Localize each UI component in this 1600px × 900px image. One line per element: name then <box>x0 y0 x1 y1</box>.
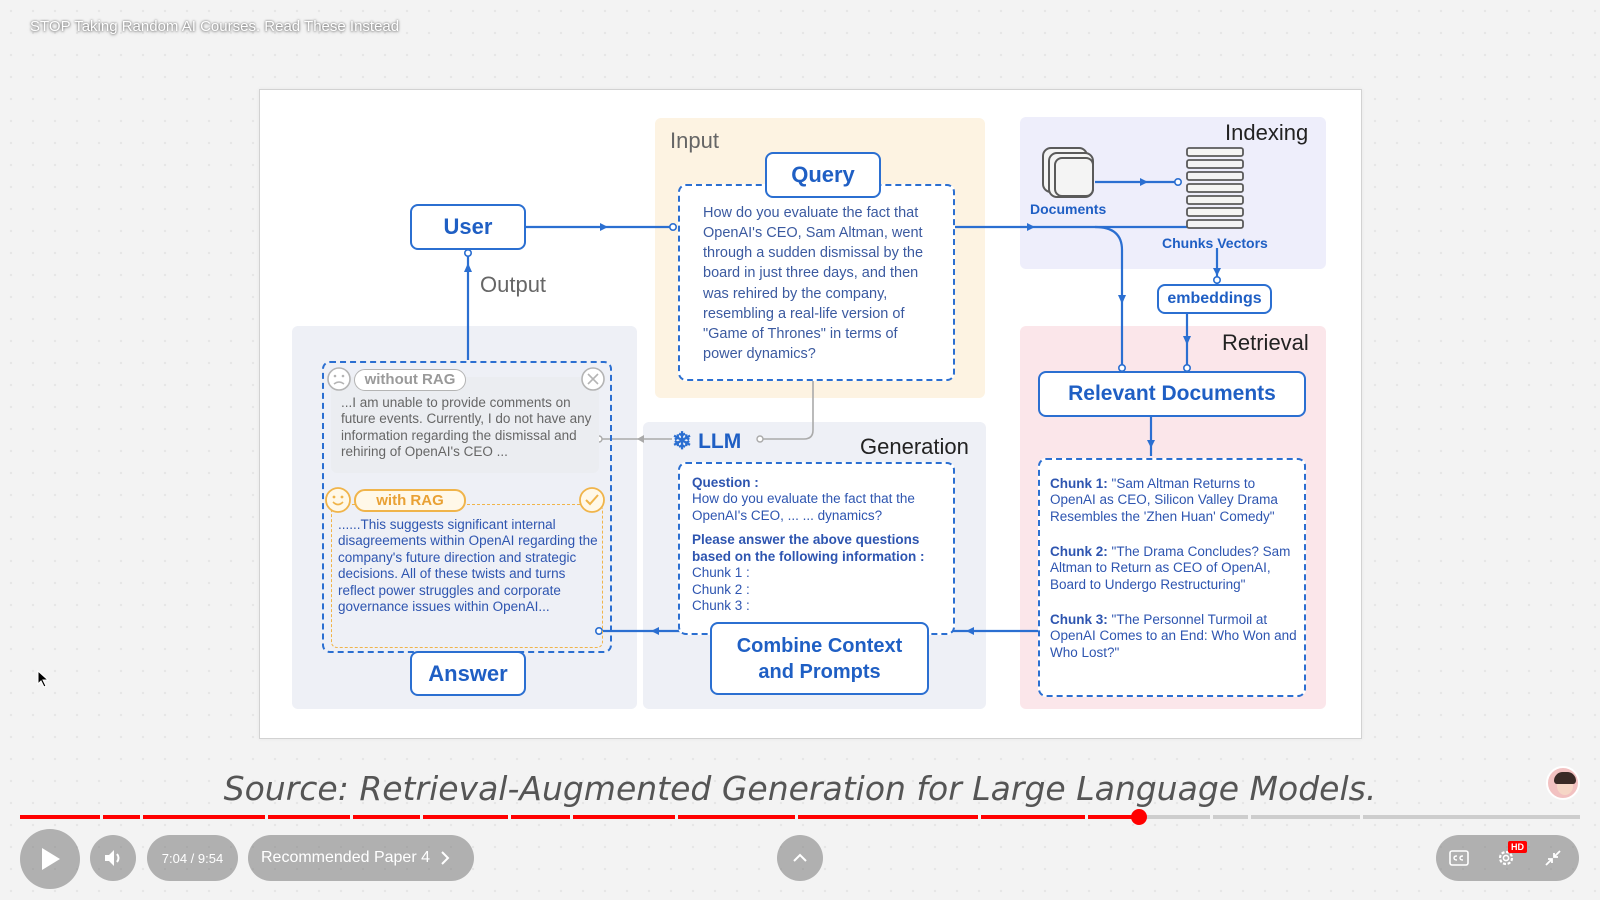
query-text-box <box>678 184 955 381</box>
play-icon <box>42 848 60 870</box>
avatar-hair <box>1554 772 1576 784</box>
combine-line-1: Combine Context <box>736 634 903 657</box>
with-rag-pill: with RAG <box>354 489 466 512</box>
query-text: How do you evaluate the fact that OpenAI… <box>703 205 924 362</box>
prompt-chunk-2: Chunk 2 : <box>692 581 750 597</box>
progress-bar[interactable] <box>20 809 1580 825</box>
chapter-button[interactable]: Recommended Paper 4 <box>248 835 474 881</box>
chunk-1-text: "Sam Altman Returns to OpenAI as CEO, Si… <box>1050 476 1278 524</box>
chapter-marker <box>350 815 353 819</box>
combine-line-2: and Prompts <box>758 660 881 683</box>
without-rag-pill: without RAG <box>354 369 466 391</box>
closed-captions-icon <box>1449 850 1469 866</box>
prompt-chunk-1: Chunk 1 : <box>692 565 750 581</box>
chapter-marker <box>795 815 798 819</box>
video-title: STOP Taking Random AI Courses. Read Thes… <box>30 18 400 35</box>
chunk-1: Chunk 1: "Sam Altman Returns to OpenAI a… <box>1050 476 1298 525</box>
with-rag-text: ......This suggests significant internal… <box>338 517 598 615</box>
chunk-1-label: Chunk 1: <box>1050 476 1108 491</box>
chapter-marker <box>140 815 143 819</box>
combine-context-node: Combine Context and Prompts <box>710 622 929 695</box>
answer-node: Answer <box>410 651 526 696</box>
chevron-up-icon <box>793 853 807 862</box>
close-circle-icon <box>581 367 605 391</box>
question-label: Question : <box>692 475 759 490</box>
prompt-box <box>678 462 955 635</box>
source-caption: Source: Retrieval-Augmented Generation f… <box>223 769 1377 808</box>
time-display: 7:04 / 9:54 <box>147 835 238 881</box>
chapter-marker <box>100 815 103 819</box>
chunk-3-label: Chunk 3: <box>1050 612 1108 627</box>
chunks-vectors-label: Chunks Vectors <box>1162 235 1268 251</box>
chapter-marker <box>1248 815 1251 819</box>
chapter-marker <box>570 815 573 819</box>
relevant-documents-node: Relevant Documents <box>1038 371 1306 417</box>
chapter-marker <box>508 815 511 819</box>
prompt-chunk-3: Chunk 3 : <box>692 598 750 614</box>
exit-fullscreen-button[interactable] <box>1530 835 1576 881</box>
output-label: Output <box>480 272 547 297</box>
chapter-title: Recommended Paper 4 <box>261 849 430 866</box>
without-rag-text: ...I am unable to provide comments on fu… <box>341 395 592 460</box>
diagram-slide: Input Output Indexing Retrieval Generati… <box>259 89 1362 739</box>
chunk-3-text: "The Personnel Turmoil at OpenAI Comes t… <box>1050 612 1297 660</box>
chunk-2-text: "The Drama Concludes? Sam Altman to Retu… <box>1050 544 1291 592</box>
exit-fullscreen-icon <box>1545 850 1561 866</box>
instruction-text: Please answer the above questions based … <box>692 532 925 564</box>
chapter-marker <box>1210 815 1213 819</box>
chapter-marker <box>675 815 678 819</box>
documents-label: Documents <box>1030 201 1107 217</box>
settings-button[interactable] <box>1483 835 1529 881</box>
generation-label: Generation <box>860 434 969 459</box>
captions-button[interactable] <box>1436 835 1482 881</box>
snowflake-icon: ❄ <box>672 428 693 455</box>
sad-face-icon <box>327 367 351 391</box>
chevron-right-icon <box>441 851 450 865</box>
mouse-cursor-icon <box>37 670 50 688</box>
query-node: Query <box>765 152 881 198</box>
chapter-marker <box>978 815 981 819</box>
user-node: User <box>410 204 526 250</box>
chunks-box <box>1038 458 1306 697</box>
hd-badge: HD <box>1508 841 1527 853</box>
progress-played <box>20 815 1139 819</box>
chapter-marker <box>420 815 423 819</box>
volume-icon <box>105 850 120 866</box>
prompt-text: Question : How do you evaluate the fact … <box>692 475 946 615</box>
input-label: Input <box>670 128 719 153</box>
chapter-marker <box>265 815 268 819</box>
check-circle-icon <box>579 487 605 513</box>
chunk-3: Chunk 3: "The Personnel Turmoil at OpenA… <box>1050 612 1298 661</box>
indexing-label: Indexing <box>1225 120 1309 145</box>
vector-stack-icon <box>1186 147 1244 229</box>
with-rag-box <box>331 504 603 648</box>
question-text: How do you evaluate the fact that the Op… <box>692 491 915 523</box>
documents-icon <box>1042 147 1094 198</box>
embeddings-node: embeddings <box>1157 284 1272 314</box>
chunk-2-label: Chunk 2: <box>1050 544 1108 559</box>
diagram-connectors <box>464 147 1244 635</box>
channel-avatar[interactable] <box>1546 766 1580 800</box>
chapter-marker <box>1085 815 1088 819</box>
progress-scrubber[interactable] <box>1131 809 1147 825</box>
llm-node: ❄ LLM <box>672 427 741 456</box>
chunk-2: Chunk 2: "The Drama Concludes? Sam Altma… <box>1050 544 1298 593</box>
expand-up-button[interactable] <box>777 835 823 881</box>
llm-label: LLM <box>698 429 742 453</box>
volume-button[interactable] <box>90 835 136 881</box>
smile-face-icon <box>325 487 351 513</box>
play-button[interactable] <box>20 829 80 889</box>
retrieval-label: Retrieval <box>1222 330 1309 355</box>
without-rag-box <box>331 377 599 473</box>
gear-icon <box>1498 850 1514 866</box>
chapter-marker <box>1360 815 1363 819</box>
